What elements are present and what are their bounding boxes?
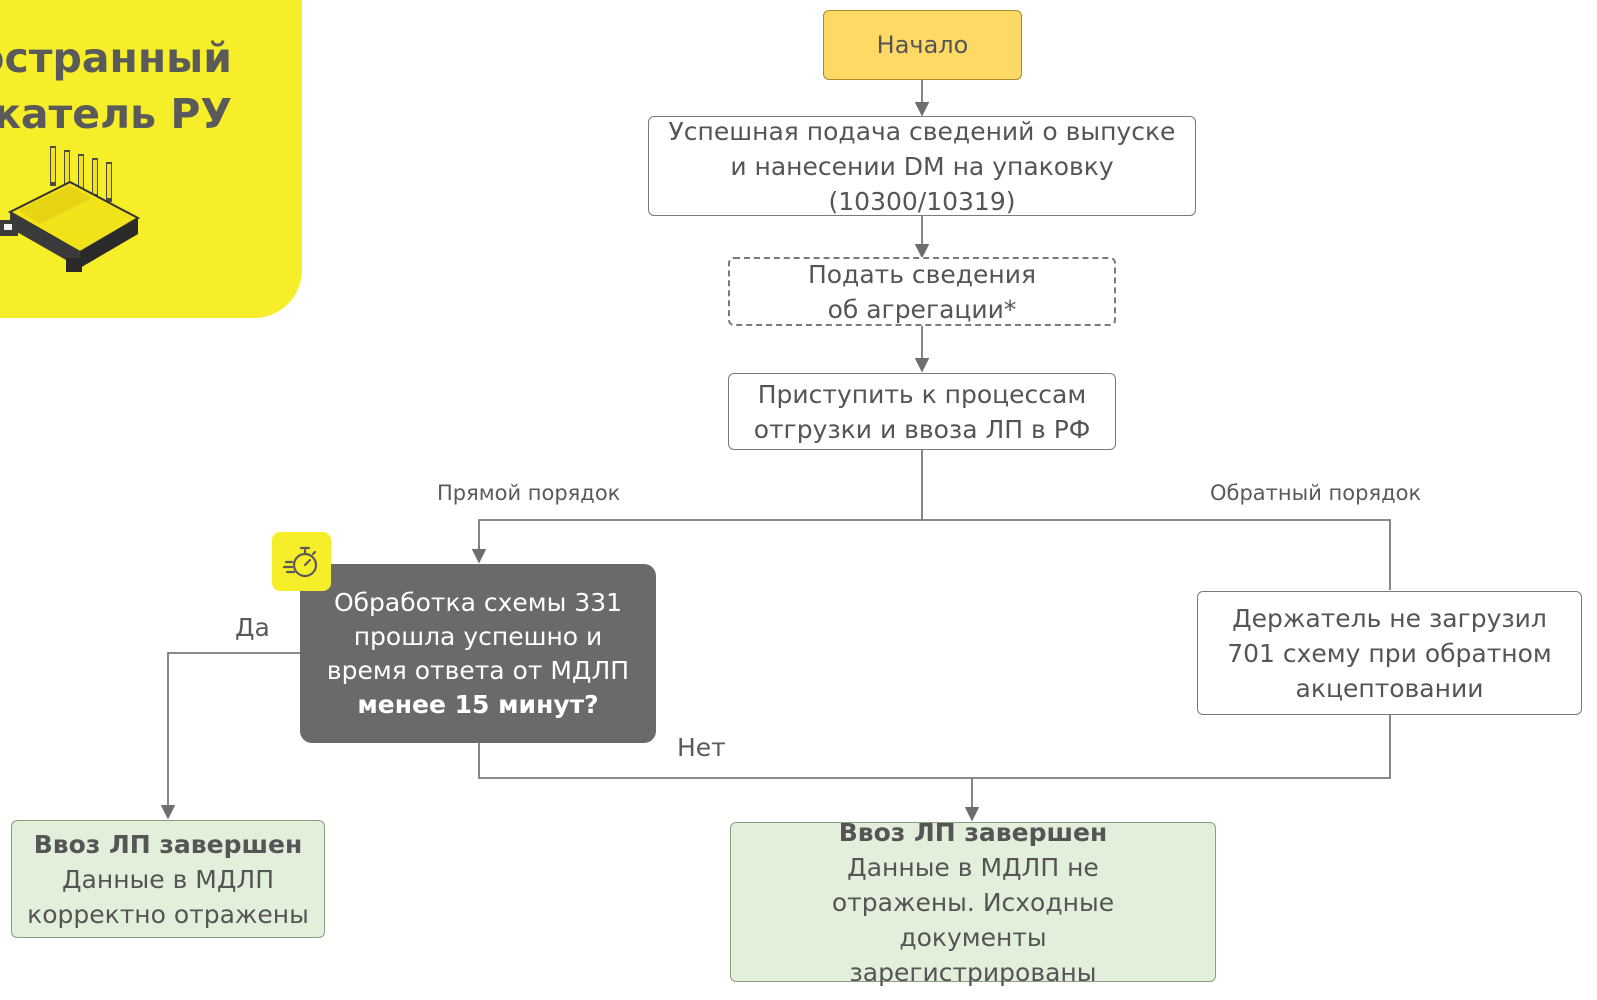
done-right-text: Данные в МДЛП не отражены. Исходные доку…: [831, 852, 1115, 987]
factory-icon: [0, 146, 141, 272]
brand-title: остранный жатель РУ: [0, 30, 232, 142]
edge-split-branches: [478, 519, 1391, 590]
edge-yes: [160, 652, 300, 820]
decision-bold-label: менее 15 минут?: [357, 689, 599, 719]
aggregation-label: Подать сведения об агрегации*: [807, 259, 1037, 324]
done-left-title: Ввоз ЛП завершен: [33, 829, 303, 859]
done-right-title: Ввоз ЛП завершен: [838, 817, 1108, 847]
edge-no-merge: [478, 715, 1391, 779]
shipment-node: Приступить к процессам отгрузки и ввоза …: [728, 373, 1116, 450]
done-left-text: Данные в МДЛП корректно отражены: [27, 864, 309, 929]
aggregation-node: Подать сведения об агрегации*: [728, 257, 1116, 326]
done-right-node: Ввоз ЛП завершен Данные в МДЛП не отраже…: [730, 818, 1216, 987]
label-reverse: Обратный порядок: [1210, 481, 1422, 505]
decision-label: Обработка схемы 331 прошла успешно и вре…: [326, 587, 630, 685]
label-yes: Да: [235, 613, 270, 642]
holder-not-loaded-label: Держатель не загрузил 701 схему при обра…: [1227, 603, 1552, 703]
label-no: Нет: [677, 733, 726, 762]
submit-release-node: Успешная подача сведений о выпуске и нан…: [648, 116, 1196, 216]
label-direct: Прямой порядок: [437, 481, 621, 505]
shipment-label: Приступить к процессам отгрузки и ввоза …: [753, 379, 1091, 444]
holder-not-loaded-node: Держатель не загрузил 701 схему при обра…: [1197, 591, 1582, 715]
brand-title-line2: жатель РУ: [0, 90, 232, 138]
brand-title-line1: остранный: [0, 34, 232, 82]
done-left-node: Ввоз ЛП завершен Данные в МДЛП корректно…: [11, 820, 325, 938]
timer-badge: [272, 532, 331, 591]
submit-release-label: Успешная подача сведений о выпуске и нан…: [668, 116, 1176, 216]
start-node: Начало: [823, 10, 1022, 80]
stopwatch-icon: [282, 546, 317, 577]
decision-node: Обработка схемы 331 прошла успешно и вре…: [300, 564, 656, 743]
start-label: Начало: [876, 30, 969, 59]
